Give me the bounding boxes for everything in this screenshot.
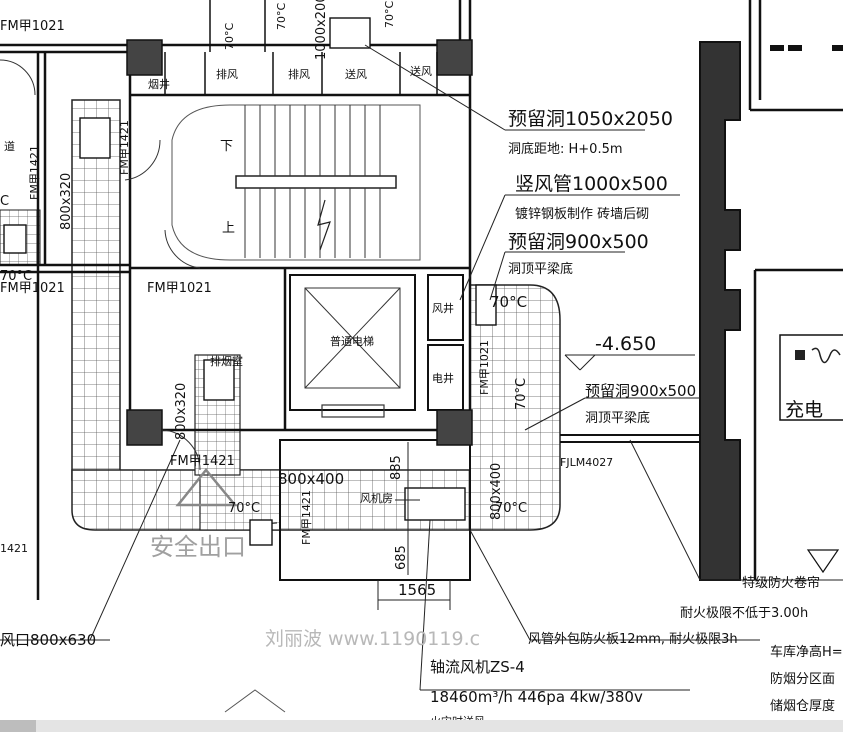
temp-label-7: 70°C [228,501,260,516]
stair-down-label: 下 [220,139,233,154]
duct-wrap-note: 风管外包防火板12mm, 耐火极限3h [528,631,738,647]
charging-label: 充电 [785,399,823,421]
fan-name: 轴流风机ZS-4 [430,658,525,676]
walls [0,0,843,600]
fan-room-label: 风机房 [360,491,393,505]
duct-size-right: 800x400 [489,463,504,520]
duct-right-elbow [469,284,561,531]
shutter-title: 特级防火卷帘 [742,575,820,591]
leader-lines [0,44,843,713]
exit-sign-icon [175,468,238,507]
duct-size-left-2: 800x320 [174,383,189,440]
smoke-room-label: 排烟室 [210,354,243,368]
temp-label-6: 70°C [514,378,529,410]
exit-sign-label: 安全出口 [150,533,246,561]
structural-wall-right [699,41,741,581]
temp-label-1: 70°C [223,23,236,50]
note-riser-sub: 镀锌钢板制作 砖墙后砌 [515,206,649,222]
note-opening-2: 预留洞900x500 [508,231,649,253]
dimension-1565: 1565 [398,581,436,599]
fm-label-top-left: FM甲1021 [0,19,65,34]
fm-vertical-label-2: FM甲1421 [118,120,131,175]
corridor-label: 道 [4,139,15,153]
fan-spec: 18460m³/h 446pa 4kw/380v [430,688,643,706]
temp-label-3: 70°C [383,1,396,28]
door-swings [0,59,278,546]
elevator-car [304,287,401,418]
top-right-marks [770,45,843,51]
fm-vertical-label-1: FM甲1421 [28,145,41,200]
temp-label-2: 70°C [275,3,288,30]
bottom-scroll-strip [0,720,843,732]
air-port-label: 风口800x630 [0,631,96,649]
stair-up-label: 上 [222,221,235,236]
note-opening-3: 预留洞900x500 [585,382,696,400]
fm-label-lower: FM甲1421 [170,454,235,469]
bottom-scroll-thumb [0,720,36,732]
note-opening-1-sub: 洞底距地: H+0.5m [508,141,623,157]
duct-size-branch: 800x400 [278,470,344,488]
top-shafts [164,0,438,95]
columns [126,39,473,446]
garage-note-1: 车库净高H= [770,644,843,660]
note-riser: 竖风管1000x500 [515,173,668,195]
temp-label-4: 70°C [0,269,32,284]
damper-markers [3,17,497,546]
vertical-duct-left [71,99,121,481]
fm-label-stair-door: FM甲1021 [147,281,212,296]
note-opening-1: 预留洞1050x2050 [508,108,673,130]
shaft-smoke-label: 烟井 [148,77,170,91]
c-mark: C [0,194,9,209]
wind-shaft-label: 风井 [432,301,454,315]
fm-label-left-mid: FM甲1021 [0,281,65,296]
charging-station [779,334,843,421]
note-opening-2-sub: 洞顶平梁底 [508,261,573,277]
shaft-exhaust-label-1: 排风 [216,67,238,81]
duct-size-top: 1000x200 [314,0,329,60]
temp-label-5: 70°C [490,293,527,311]
shutter-rating: 耐火极限不低于3.00h [680,606,808,621]
elevator-label: 普通电梯 [330,334,374,348]
fjlm-label: FJLM4027 [560,456,613,469]
fm-label-left-bottom: 1421 [0,542,28,555]
watermark: 刘丽波 www.1190119.c [265,628,480,650]
shaft-supply-label-1: 送风 [345,67,367,81]
temp-label-8: 70°C [495,501,527,516]
stair [171,104,421,261]
fm-vertical-label-3: FM甲1421 [300,490,313,545]
dimension-885: 885 [389,455,404,480]
duct-size-left-1: 800x320 [59,173,74,230]
note-opening-3-sub: 洞顶平梁底 [585,410,650,426]
elec-shaft-label: 电井 [432,371,454,385]
garage-note-3: 储烟仓厚度 [770,698,835,714]
fm-vertical-label-4: FM甲1021 [478,340,491,395]
shaft-exhaust-label-2: 排风 [288,67,310,81]
dimension-685: 685 [394,545,409,570]
garage-note-2: 防烟分区面 [770,671,835,687]
shaft-supply-label-2: 送风 [410,64,432,78]
elevation-mark: -4.650 [595,333,656,355]
